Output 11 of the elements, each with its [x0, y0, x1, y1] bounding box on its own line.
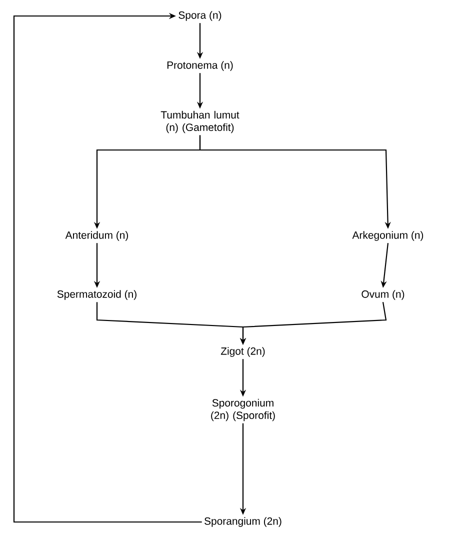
stage-label: Arkegonium (n): [352, 231, 424, 241]
stage-label: Protonema (n): [167, 61, 233, 71]
stage-label: Anteridum (n): [65, 231, 128, 241]
stage-label: Zigot (2n): [220, 347, 265, 357]
stage-label: Sporogonium (2n) (Sporofit): [211, 398, 275, 422]
stage-label: Spora (n): [178, 11, 222, 21]
arrow: [13, 12, 202, 523]
stage-label: Tumbuhan lumut (n) (Gametofit): [160, 110, 240, 134]
stage-label: Spermatozoid (n): [57, 290, 136, 300]
stage-label: Sporangium (2n): [204, 517, 282, 527]
stage-label: Ovum (n): [362, 290, 404, 300]
